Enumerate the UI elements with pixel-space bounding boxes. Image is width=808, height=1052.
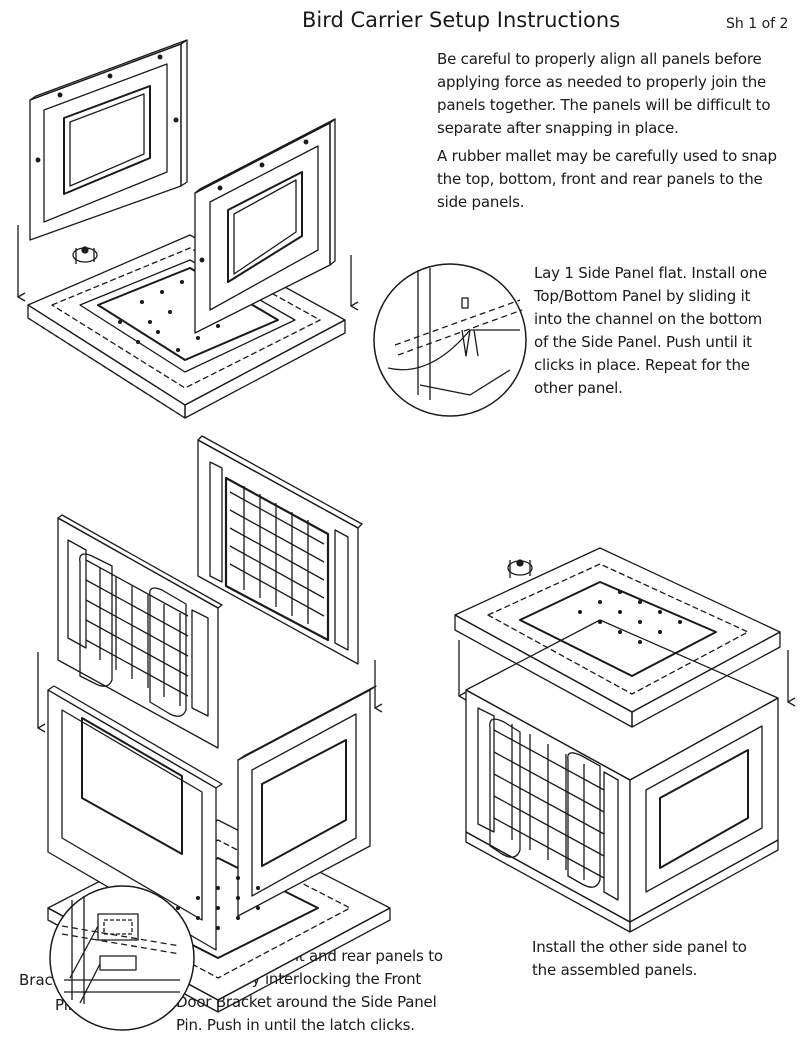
top-vent-holes	[578, 590, 682, 644]
step2-figure	[38, 435, 391, 1031]
step2-line: Door Bracket around the Side Panel	[176, 993, 437, 1011]
channel-detail-callout	[373, 263, 527, 417]
step3-figure	[454, 547, 788, 933]
step1-line: other panel.	[534, 379, 623, 397]
assembled-carrier-body	[465, 619, 779, 933]
step3-line: the assembled panels.	[532, 961, 698, 979]
alignment-note-line: separate after snapping in place.	[437, 119, 679, 137]
step2-line: Pin. Push in until the latch clicks.	[176, 1016, 415, 1034]
page-title: Bird Carrier Setup Instructions	[302, 8, 621, 32]
alignment-note-line: Be careful to properly align all panels …	[437, 50, 762, 68]
base-vent-holes-step2	[176, 876, 260, 930]
step1-line: Top/Bottom Panel by sliding it	[534, 287, 751, 305]
side-panel-upright-left	[29, 39, 188, 241]
step1-line: of the Side Panel. Push until it	[534, 333, 752, 351]
step3-line: Install the other side panel to	[532, 938, 747, 956]
base-vent-holes	[118, 280, 220, 352]
side-panel-upright-center	[194, 118, 336, 334]
step1-instruction: Lay 1 Side Panel flat. Install one Top/B…	[534, 262, 767, 400]
alignment-note-line: applying force as needed to properly joi…	[437, 73, 767, 91]
step1-figure	[18, 39, 527, 419]
bracket-pin-detail-callout	[49, 885, 195, 1031]
mallet-note: A rubber mallet may be carefully used to…	[437, 145, 777, 214]
front-door-panel	[57, 514, 223, 749]
alignment-note-line: panels together. The panels will be diff…	[437, 96, 771, 114]
rear-panel	[197, 435, 363, 665]
step3-instruction: Install the other side panel to the asse…	[532, 936, 747, 982]
mallet-note-line: the top, bottom, front and rear panels t…	[437, 170, 763, 188]
alignment-note: Be careful to properly align all panels …	[437, 48, 771, 140]
step1-line: clicks in place. Repeat for the	[534, 356, 750, 374]
sheet-number: Sh 1 of 2	[726, 16, 789, 32]
step1-line: Lay 1 Side Panel flat. Install one	[534, 264, 768, 282]
step1-line: into the channel on the bottom	[534, 310, 763, 328]
base-with-side-panels	[47, 685, 391, 1013]
mallet-note-line: A rubber mallet may be carefully used to…	[437, 147, 777, 165]
top-panel-lowering	[454, 547, 781, 728]
mallet-note-line: side panels.	[437, 193, 525, 211]
